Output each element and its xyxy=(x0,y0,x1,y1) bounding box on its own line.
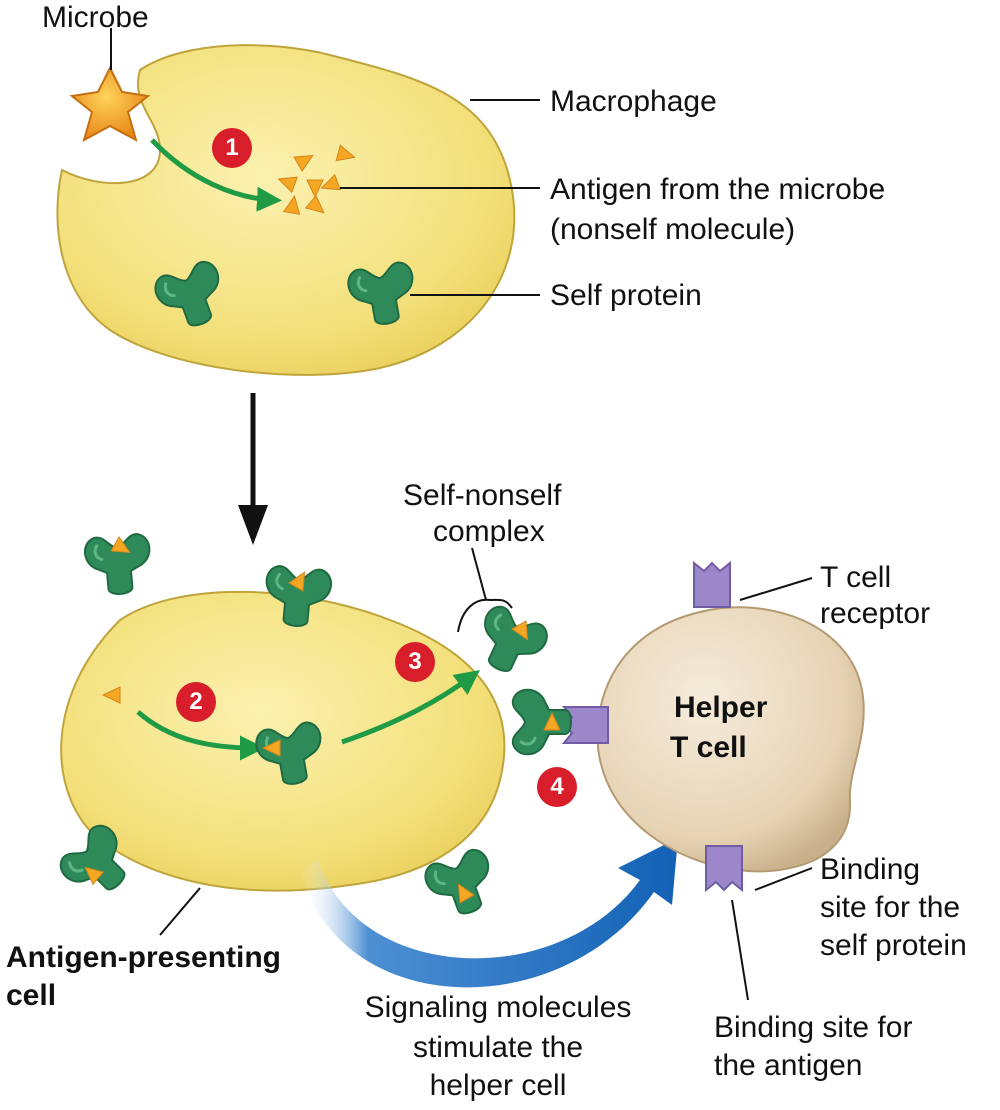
tcr-label-line1: T cell xyxy=(820,561,892,594)
apc-label-line1: Antigen-presenting xyxy=(6,941,281,974)
binding-self-label-line3: self protein xyxy=(820,929,967,962)
step-3-badge: 3 xyxy=(395,642,435,682)
antigen-label-line2: (nonself molecule) xyxy=(550,213,796,246)
binding-antigen-label-line2: the antigen xyxy=(714,1049,863,1082)
self-protein-label: Self protein xyxy=(550,279,702,312)
t-cell-receptor xyxy=(693,562,731,608)
helper-label-line2: T cell xyxy=(670,731,747,764)
ingest-arrow xyxy=(150,138,282,212)
step-2-badge: 2 xyxy=(176,682,216,722)
macrophage-label: Macrophage xyxy=(550,85,717,118)
signal-label-line1: Signaling molecules xyxy=(364,991,632,1024)
binding-antigen-label-line1: Binding site for xyxy=(714,1011,913,1044)
self-nonself-label-line2: complex xyxy=(433,515,545,548)
microbe-star xyxy=(69,65,151,143)
binding-self-label-line2: site for the xyxy=(820,891,961,924)
step-4-badge: 4 xyxy=(537,767,577,807)
complex-bracket xyxy=(457,598,513,633)
antigen-label-line1: Antigen from the microbe xyxy=(550,173,886,206)
signal-label-line3: helper cell xyxy=(429,1069,567,1102)
self-nonself-complex xyxy=(466,600,553,684)
helper-label-line1: Helper xyxy=(674,691,768,724)
antigen-binding-receptor xyxy=(705,845,743,891)
binding-self-label-line1: Binding xyxy=(820,853,921,886)
self-nonself-label-line1: Self-nonself xyxy=(403,479,562,512)
tcr-label-line2: receptor xyxy=(820,597,931,630)
signal-label-line2: stimulate the xyxy=(412,1031,584,1064)
signaling-arrow xyxy=(300,838,678,988)
apc-label-line2: cell xyxy=(6,979,57,1012)
step-1-badge: 1 xyxy=(212,128,252,168)
microbe-label: Microbe xyxy=(42,1,149,34)
